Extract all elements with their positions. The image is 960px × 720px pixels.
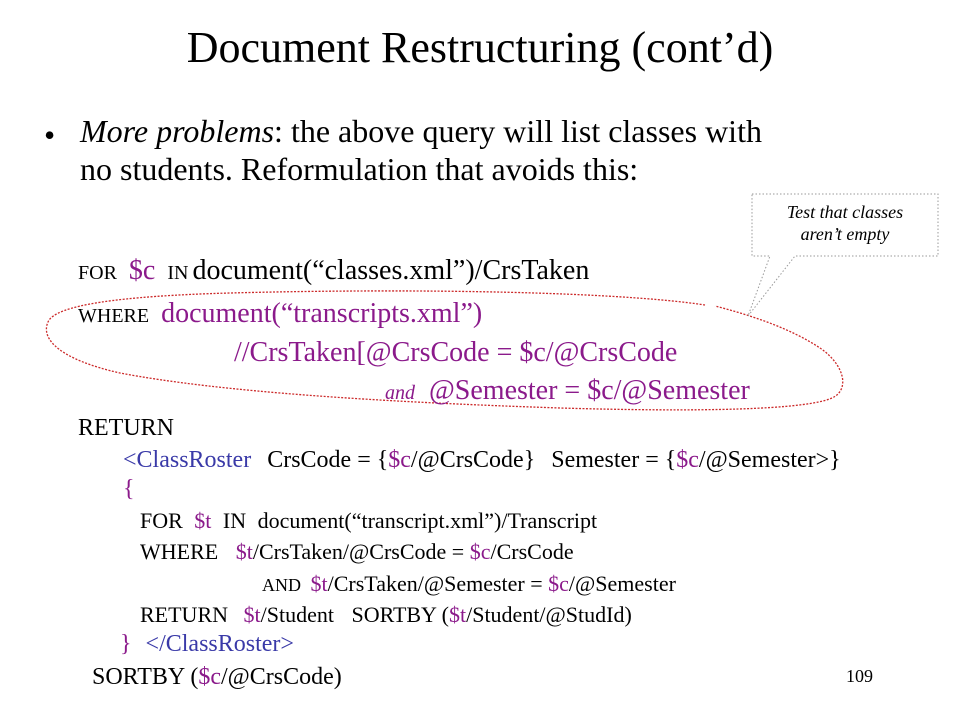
close-brace: } <box>120 631 132 657</box>
for-keyword: FOR <box>78 262 117 284</box>
attr-semester-var: $c <box>676 447 699 473</box>
bullet-rest: : the above query will list classes with <box>274 113 762 149</box>
outer-sortby-var: $c <box>198 664 222 690</box>
bullet-line-2: no students. Reformulation that avoids t… <box>80 151 639 187</box>
inner-and-var-t: $t <box>310 571 328 596</box>
inner-for-line: FOR $t IN document(“transcript.xml”)/Tra… <box>140 508 597 534</box>
attr-crscode-name: CrsCode = { <box>267 447 389 473</box>
for-variable: $c <box>128 255 156 286</box>
outer-sortby: SORTBY ( <box>92 664 199 690</box>
where-path: //CrsTaken[@CrsCode = $c/@CrsCode <box>234 337 678 368</box>
bullet-lead: More problems <box>80 113 275 149</box>
roster-open-tag: <ClassRoster <box>123 447 252 473</box>
page-number: 109 <box>846 666 873 686</box>
in-keyword: IN <box>167 262 189 284</box>
and-keyword: and <box>385 382 415 404</box>
bullet-line-1: More problems: the above query will list… <box>80 113 762 150</box>
callout-line-2: aren’t empty <box>800 224 890 244</box>
inner-and-var-c: $c <box>548 571 569 596</box>
inner-where-line: WHERE $t/CrsTaken/@CrsCode = $c/CrsCode <box>140 539 574 565</box>
inner-return-rest: /Student <box>260 602 334 627</box>
inner-where-keyword: WHERE <box>140 539 219 564</box>
inner-document: document(“transcript.xml”)/Transcript <box>257 508 598 533</box>
bullet-marker: • <box>44 117 56 153</box>
inner-where-rest-1: /CrsTaken/@CrsCode = <box>252 539 470 564</box>
inner-where-rest-2: /CrsCode <box>490 539 574 564</box>
inner-return-keyword: RETURN <box>140 602 228 627</box>
inner-where-var-t: $t <box>235 539 253 564</box>
inner-return-var: $t <box>243 602 261 627</box>
roster-close-tag: </ClassRoster> <box>145 631 294 657</box>
inner-and-keyword: AND <box>262 575 301 595</box>
and-expression: @Semester = $c/@Semester <box>429 375 750 406</box>
inner-where-var-c: $c <box>469 539 491 564</box>
attr-semester-name: Semester = { <box>551 447 677 473</box>
where-and-line: and @Semester = $c/@Semester <box>385 375 750 407</box>
where-keyword: WHERE <box>78 305 150 327</box>
attr-crscode-rest: /@CrsCode} <box>410 447 536 473</box>
highlight-ellipse <box>45 290 844 411</box>
inner-sortby-rest: /Student/@StudId) <box>466 602 632 627</box>
where-document: document(“transcripts.xml”) <box>161 298 483 329</box>
class-roster-open-line: <ClassRoster CrsCode = {$c/@CrsCode} Sem… <box>123 447 841 474</box>
inner-for-variable: $t <box>194 508 212 533</box>
callout-line-1: Test that classes <box>786 202 904 222</box>
inner-and-rest-1: /CrsTaken/@Semester = <box>327 571 549 596</box>
return-keyword: RETURN <box>78 415 174 441</box>
slide-title: Document Restructuring (cont’d) <box>186 23 774 72</box>
attr-semester-rest: /@Semester>} <box>698 447 841 473</box>
open-brace: { <box>123 476 135 502</box>
outer-sortby-rest: /@CrsCode) <box>221 664 342 690</box>
class-roster-close-line: } </ClassRoster> <box>120 631 294 658</box>
query-where-line: WHERE document(“transcripts.xml”) <box>78 298 482 330</box>
for-document: document(“classes.xml”)/CrsTaken <box>192 255 590 286</box>
callout-text: Test that classes aren’t empty <box>752 201 938 245</box>
outer-sortby-line: SORTBY ($c/@CrsCode) <box>92 664 342 691</box>
inner-sortby: SORTBY ( <box>351 602 449 627</box>
inner-and-rest-2: /@Semester <box>568 571 676 596</box>
query-for-line: FOR $c IN document(“classes.xml”)/CrsTak… <box>78 255 589 287</box>
inner-for-keyword: FOR <box>140 508 183 533</box>
inner-in-keyword: IN <box>222 508 247 533</box>
callout-bubble <box>747 193 939 317</box>
inner-return-line: RETURN $t/Student SORTBY ($t/Student/@St… <box>140 602 632 628</box>
inner-and-line: AND $t/CrsTaken/@Semester = $c/@Semester <box>262 571 676 597</box>
attr-crscode-var: $c <box>388 447 411 473</box>
inner-sortby-var: $t <box>448 602 467 627</box>
